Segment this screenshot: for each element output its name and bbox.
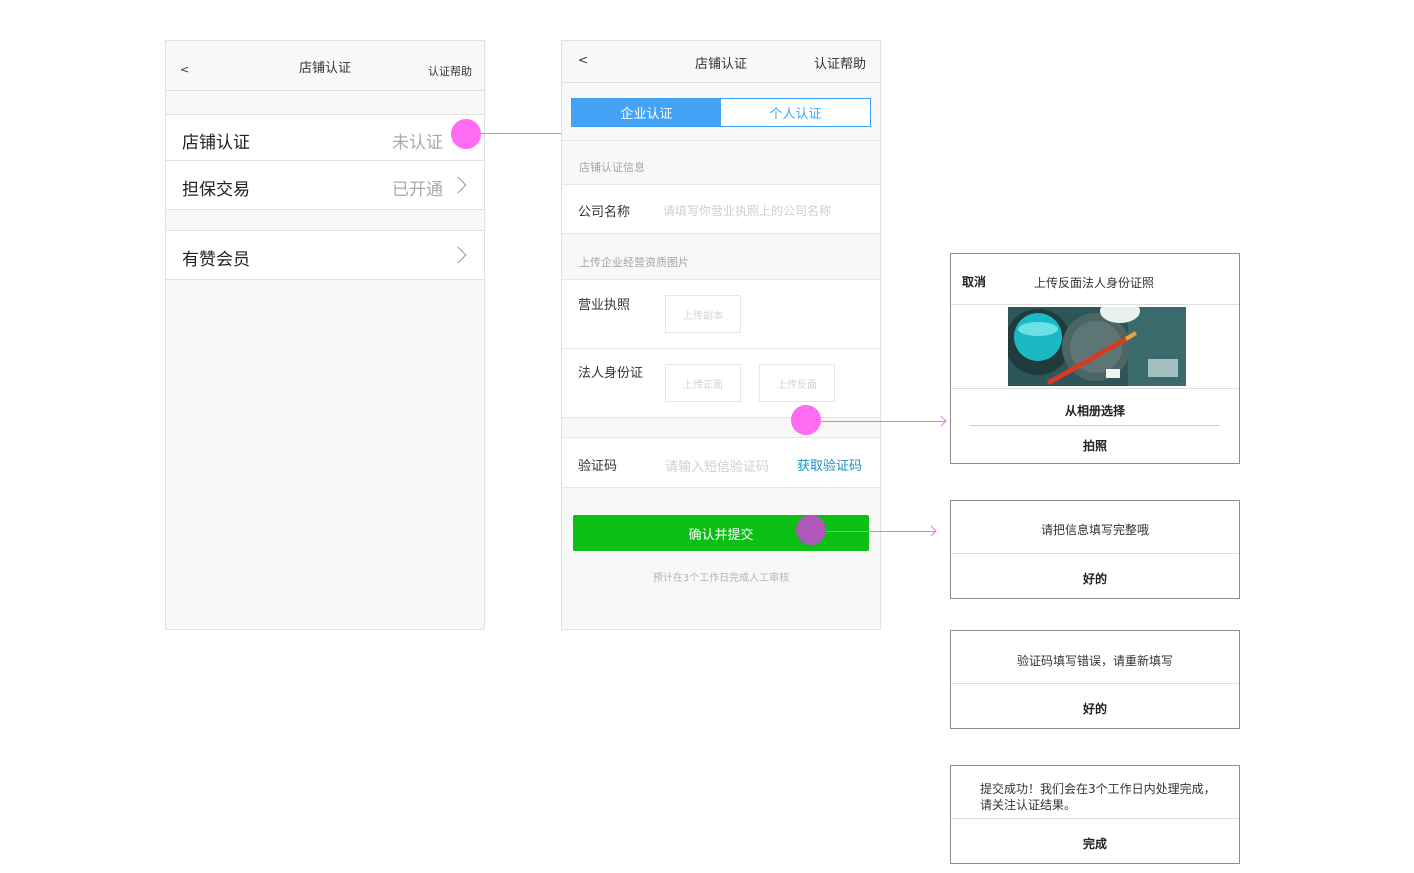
take-photo-button[interactable]: 拍照 [1082,439,1107,453]
nav-bar: < 店铺认证 认证帮助 [562,41,880,83]
back-button[interactable]: < [180,63,190,76]
upload-id-front-button[interactable]: 上传正面 [665,364,741,402]
list-item-label: 担保交易 [182,180,250,200]
cancel-button[interactable]: 取消 [962,275,987,289]
field-label: 法人身份证 [578,366,644,381]
annotation-arrow [826,531,935,532]
upload-license-button[interactable]: 上传副本 [665,295,741,333]
arrow-head-icon [925,525,937,537]
field-label: 验证码 [578,459,618,474]
done-button[interactable]: 完成 [1082,837,1107,851]
annotation-arrow [821,421,945,422]
annotation-dot [791,405,821,435]
dialog-message: 提交成功！我们会在3个工作日内处理完成，请关注认证结果。 [980,782,1216,812]
upload-section: 营业执照 上传副本 法人身份证 上传正面 上传反面 [562,279,880,418]
divider [951,553,1239,554]
help-link[interactable]: 认证帮助 [428,65,472,78]
divider [951,683,1239,684]
back-button[interactable]: < [578,53,589,67]
nav-bar: < 店铺认证 认证帮助 [166,41,484,91]
section-label: 店铺认证信息 [579,161,645,174]
company-name-input[interactable]: 请填写你营业执照上的公司名称 [663,204,832,218]
divider [562,140,880,141]
verify-code-row: 验证码 请输入短信验证码 获取验证码 [562,437,880,488]
preview-image [1008,307,1186,386]
field-label: 公司名称 [578,205,631,220]
section-label: 上传企业经营资质图片 [579,256,689,269]
divider [951,304,1239,305]
list-item-guarantee[interactable]: 担保交易 已开通 [166,160,484,210]
arrow-head-icon [935,415,947,427]
chevron-right-icon [449,246,467,264]
chevron-right-icon [449,176,467,194]
photo-illustration [1008,307,1186,386]
upload-action-sheet: 取消 上传反面法人身份证照 从相册选择 拍照 [950,253,1240,464]
annotation-dot [796,515,826,545]
status-value: 已开通 [392,180,443,200]
page-title: 店铺认证 [694,57,747,72]
list-item-label: 店铺认证 [182,133,250,153]
dialog-code-error: 验证码填写错误，请重新填写 好的 [950,630,1240,729]
divider [951,388,1239,389]
get-code-button[interactable]: 获取验证码 [797,459,863,474]
dialog-message: 请把信息填写完整哦 [1040,523,1149,537]
screen-store-auth-list: < 店铺认证 认证帮助 店铺认证 未认证 担保交易 已开通 有赞会员 [165,40,485,630]
page-title: 店铺认证 [298,61,351,76]
list-item-label: 有赞会员 [182,250,250,270]
tab-enterprise[interactable]: 企业认证 [572,99,721,126]
annotation-arrow [481,133,604,134]
upload-id-back-button[interactable]: 上传反面 [759,364,835,402]
review-note: 预计在3个工作日完成人工审核 [652,573,790,584]
choose-from-album-button[interactable]: 从相册选择 [1064,404,1125,418]
field-label: 营业执照 [578,298,631,313]
verify-code-input[interactable]: 请输入短信验证码 [665,460,770,475]
sheet-title: 上传反面法人身份证照 [1034,276,1155,290]
annotation-dot [451,119,481,149]
divider [970,425,1220,426]
screen-auth-form: < 店铺认证 认证帮助 企业认证 个人认证 店铺认证信息 公司名称 请填写你营业… [561,40,881,630]
help-link[interactable]: 认证帮助 [813,57,866,72]
list-item-member[interactable]: 有赞会员 [166,230,484,280]
dialog-message: 验证码填写错误，请重新填写 [1016,654,1173,668]
ok-button[interactable]: 好的 [1082,572,1107,586]
dialog-incomplete: 请把信息填写完整哦 好的 [950,500,1240,599]
auth-type-segment: 企业认证 个人认证 [571,98,871,127]
status-value: 未认证 [392,133,443,153]
dialog-success: 提交成功！我们会在3个工作日内处理完成，请关注认证结果。 完成 [950,765,1240,864]
list-item-store-auth[interactable]: 店铺认证 未认证 [166,114,484,161]
tab-personal[interactable]: 个人认证 [769,107,822,122]
divider [562,348,880,349]
divider [951,818,1239,819]
ok-button[interactable]: 好的 [1082,702,1107,716]
company-name-row: 公司名称 请填写你营业执照上的公司名称 [562,184,880,234]
